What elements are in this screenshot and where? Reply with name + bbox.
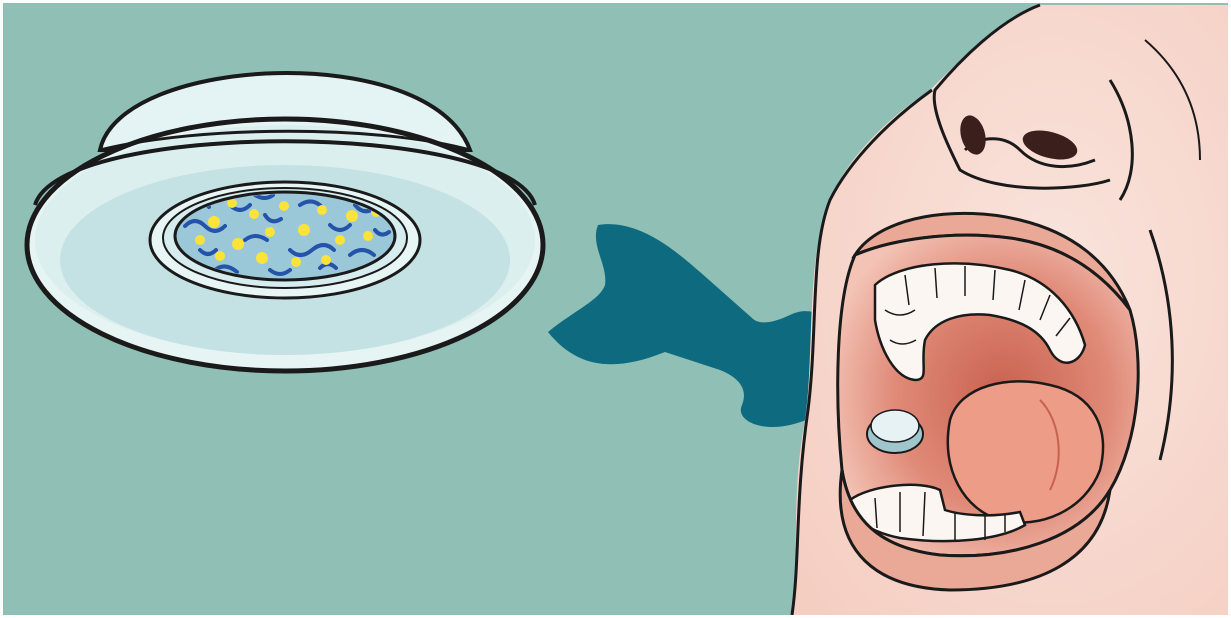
tongue [948,381,1103,522]
tablet-pill [867,410,923,453]
